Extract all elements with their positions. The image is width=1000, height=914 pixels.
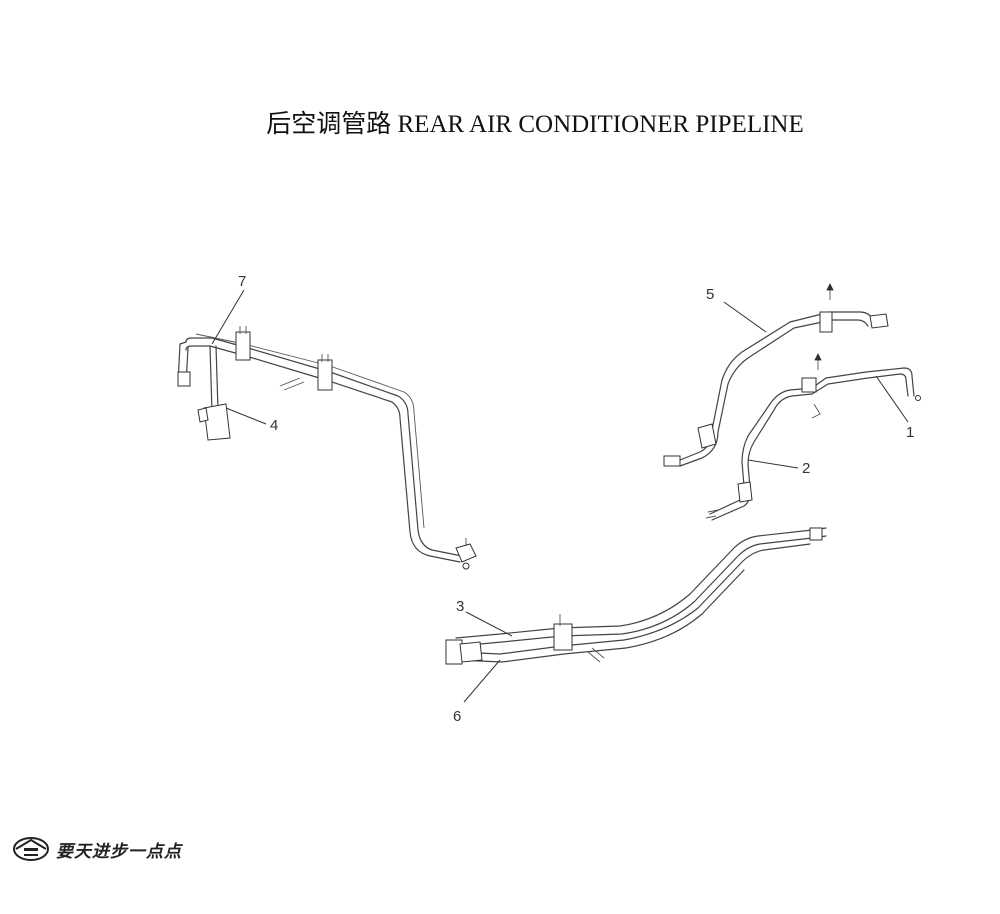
brand-footer: 要天进步一点点 xyxy=(12,836,182,862)
bracket-3 xyxy=(553,623,573,651)
callout-3: 3 xyxy=(456,598,464,615)
pipe-assembly-7 xyxy=(177,326,477,570)
callout-1: 1 xyxy=(906,424,914,441)
hose-sleeve xyxy=(697,423,717,449)
bracket-2 xyxy=(279,354,333,391)
bracket-1 xyxy=(235,326,251,361)
brand-slogan: 要天进步一点点 xyxy=(56,841,182,862)
bracket-5 xyxy=(819,311,833,333)
pipe-end-fitting-right xyxy=(455,538,477,570)
pipe-assembly-3 xyxy=(455,527,827,647)
diagram-title: 后空调管路 REAR AIR CONDITIONER PIPELINE xyxy=(266,111,804,138)
pipe-assembly-2 xyxy=(705,387,813,521)
pipe-nut xyxy=(663,455,681,467)
pipe-assembly-4 xyxy=(197,345,231,441)
callout-5: 5 xyxy=(706,286,714,303)
pipe-end-cap xyxy=(177,371,191,387)
callout-7: 7 xyxy=(238,273,246,290)
callout-6: 6 xyxy=(453,708,461,725)
pipe-end-fitting-5 xyxy=(869,313,889,329)
pipe-assembly-5 xyxy=(663,283,889,467)
pipe-assembly-1 xyxy=(801,353,921,419)
callout-4: 4 xyxy=(270,417,278,434)
brand-logo-icon xyxy=(13,837,49,861)
pipe-joint-1 xyxy=(801,377,817,393)
callout-2: 2 xyxy=(802,460,810,477)
pipe-assembly-6 xyxy=(445,543,811,665)
leader-lines xyxy=(211,289,909,703)
pipe-end-fitting-3 xyxy=(809,527,823,541)
